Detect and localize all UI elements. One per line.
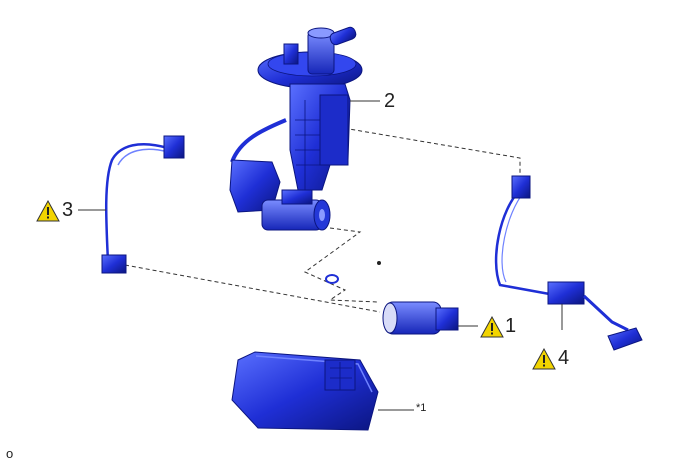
label-part-1: 1 [505, 315, 517, 337]
corner-mark: o [6, 446, 14, 461]
o-ring [325, 261, 381, 284]
note-label-star1: *1 [416, 402, 427, 414]
pump-bracket [231, 351, 379, 431]
fuel-pump-assembly [229, 26, 363, 231]
warning-triangle-icon [532, 348, 556, 370]
left-wire-harness [101, 135, 185, 274]
warning-triangle-icon [36, 200, 60, 222]
label-part-2: 2 [384, 90, 396, 112]
leader-lines [78, 100, 563, 411]
warning-triangle-icon [480, 316, 504, 338]
label-part-4: 4 [558, 347, 570, 369]
label-part-3: 3 [62, 199, 74, 221]
fuel-sender-gauge [494, 175, 643, 351]
fuel-pump [382, 301, 459, 335]
dashed-assembly-lines [124, 119, 521, 313]
